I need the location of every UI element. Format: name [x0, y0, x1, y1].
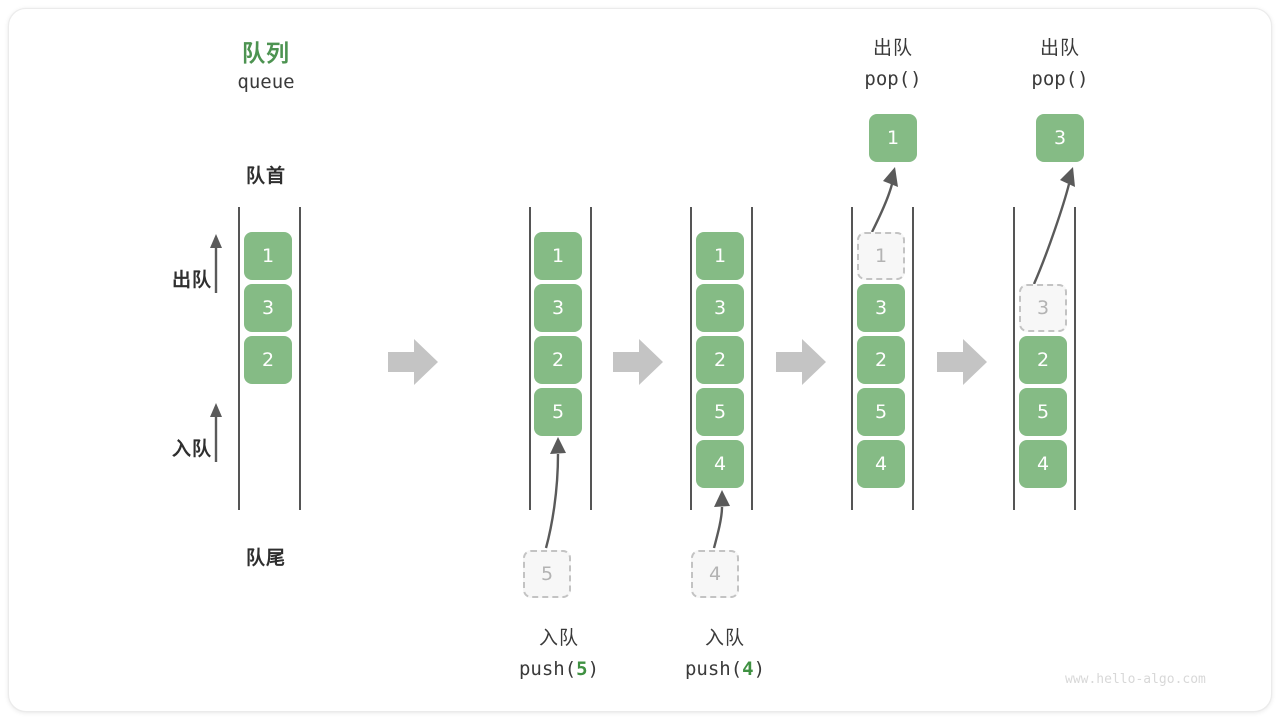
queue-rail-left-3 — [690, 207, 692, 510]
label-front: 队首 — [245, 165, 286, 187]
queue-rail-left-1 — [238, 207, 240, 510]
queue-cell: 3 — [534, 284, 582, 332]
queue-rail-left-5 — [1013, 207, 1015, 510]
page-title-cn: 队列 — [242, 41, 290, 67]
code-post: ) — [587, 658, 600, 680]
label-rear: 队尾 — [245, 547, 286, 569]
watermark: www.hello-algo.com — [1065, 672, 1206, 687]
step-caption-code: pop() — [864, 68, 922, 90]
queue-rail-right-1 — [299, 207, 301, 510]
queue-cell: 4 — [1019, 440, 1067, 488]
step-arrow-icon — [388, 339, 438, 385]
queue-rail-right-3 — [751, 207, 753, 510]
label-dequeue: 出队 — [171, 269, 212, 291]
queue-cell: 2 — [534, 336, 582, 384]
label-enqueue: 入队 — [171, 438, 212, 460]
queue-cell: 3 — [696, 284, 744, 332]
queue-cell: 1 — [244, 232, 292, 280]
queue-cell: 4 — [857, 440, 905, 488]
popped-cell: 1 — [869, 114, 917, 162]
code-pre: push( — [684, 658, 743, 680]
queue-cell: 2 — [857, 336, 905, 384]
queue-cell: 2 — [696, 336, 744, 384]
queue-cell: 2 — [244, 336, 292, 384]
popped-ghost-cell: 3 — [1019, 284, 1067, 332]
step-caption-code: pop() — [1031, 68, 1089, 90]
step-arrow-icon — [613, 339, 663, 385]
step-arrow-icon — [776, 339, 826, 385]
popped-ghost-cell: 1 — [857, 232, 905, 280]
pop-arrow-1 — [870, 167, 898, 233]
queue-rail-right-2 — [590, 207, 592, 510]
step-caption-code: push(4) — [640, 658, 810, 680]
step-caption-code: push(5) — [474, 658, 644, 680]
code-pre: push( — [518, 658, 577, 680]
queue-cell: 1 — [696, 232, 744, 280]
queue-cell: 2 — [1019, 336, 1067, 384]
queue-rail-right-5 — [1074, 207, 1076, 510]
step-caption-cn: 入队 — [538, 627, 579, 649]
queue-cell: 5 — [857, 388, 905, 436]
pop-arrow-3 — [1032, 167, 1075, 285]
step-caption-cn: 出队 — [872, 37, 913, 59]
enqueue-direction-arrow — [210, 403, 222, 462]
queue-cell: 3 — [857, 284, 905, 332]
dequeue-direction-arrow — [210, 234, 222, 293]
queue-cell: 5 — [534, 388, 582, 436]
queue-rail-left-2 — [529, 207, 531, 510]
incoming-ghost-cell: 5 — [523, 550, 571, 598]
queue-cell: 5 — [1019, 388, 1067, 436]
push-arrow-4 — [712, 490, 730, 549]
queue-rail-right-4 — [912, 207, 914, 510]
queue-cell: 5 — [696, 388, 744, 436]
queue-cell: 4 — [696, 440, 744, 488]
step-caption-cn: 入队 — [704, 627, 745, 649]
step-caption-cn: 出队 — [1039, 37, 1080, 59]
queue-cell: 3 — [244, 284, 292, 332]
page-title-en: queue — [237, 71, 295, 93]
code-arg: 5 — [576, 658, 588, 680]
incoming-ghost-cell: 4 — [691, 550, 739, 598]
push-arrow-5 — [544, 437, 566, 549]
step-arrow-icon — [937, 339, 987, 385]
code-post: ) — [753, 658, 766, 680]
queue-rail-left-4 — [851, 207, 853, 510]
popped-cell: 3 — [1036, 114, 1084, 162]
code-arg: 4 — [742, 658, 754, 680]
queue-cell: 1 — [534, 232, 582, 280]
